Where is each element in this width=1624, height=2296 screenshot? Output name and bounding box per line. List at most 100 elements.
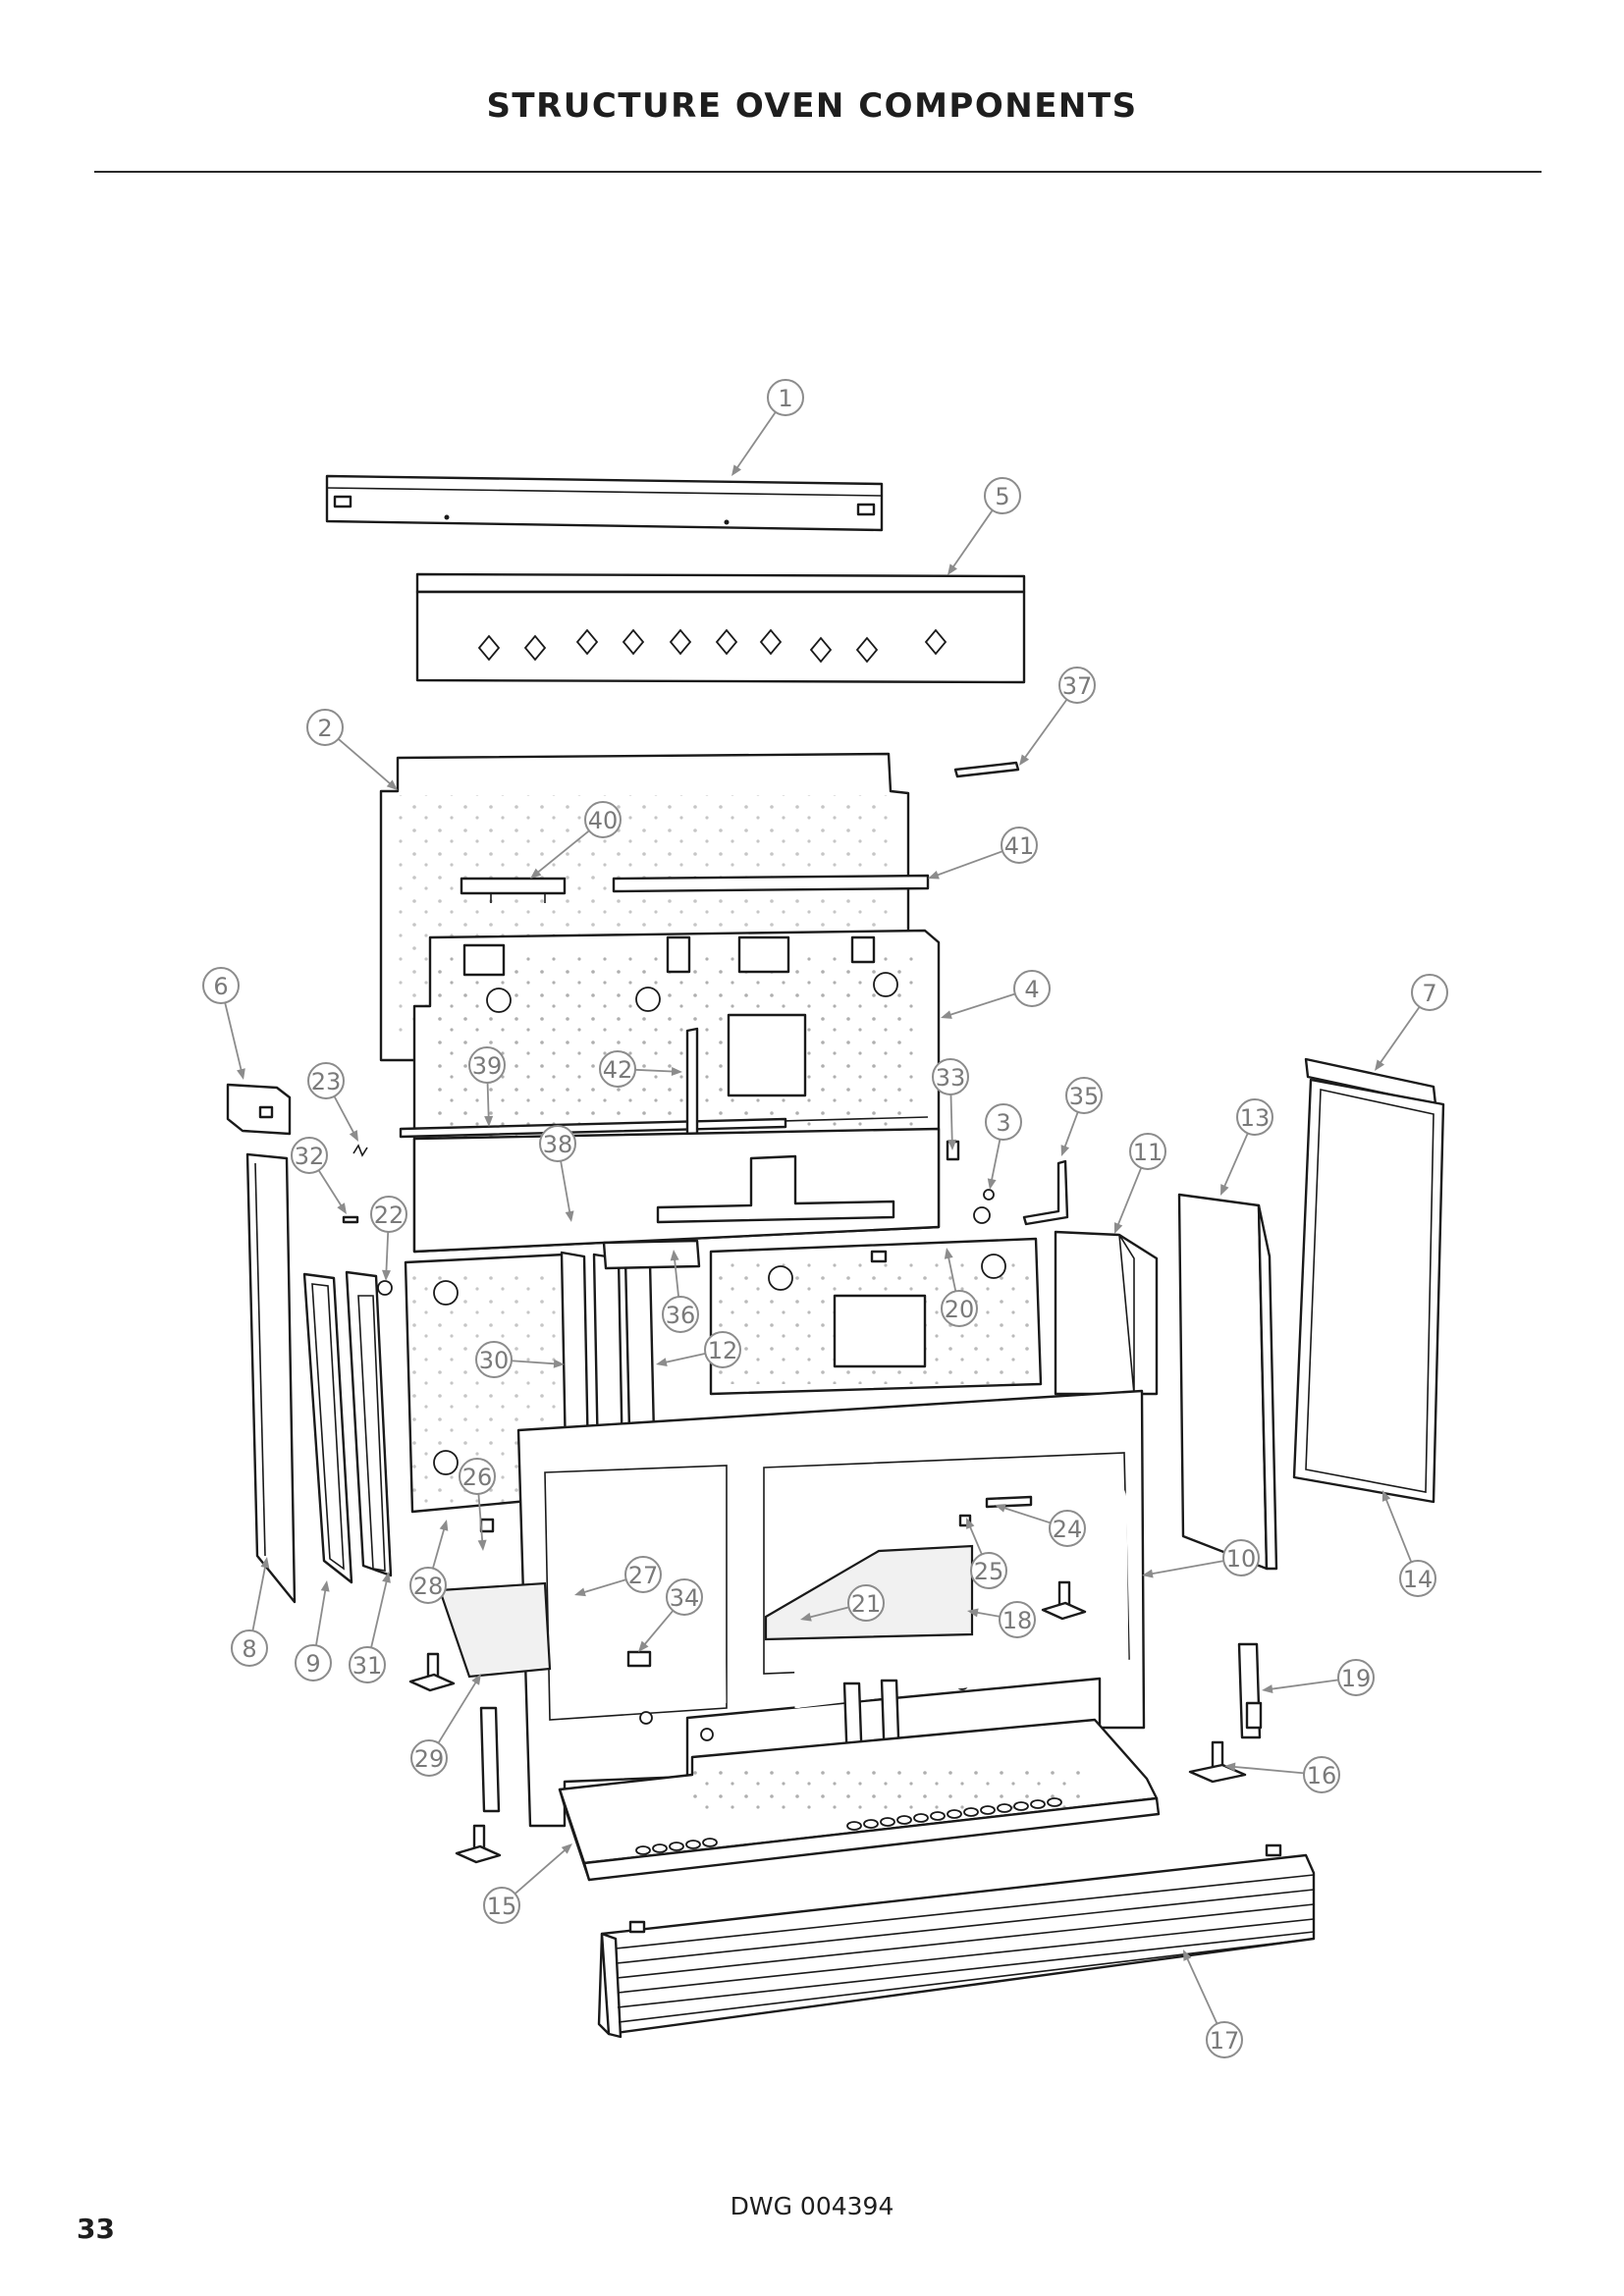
callout-circle [307,1062,345,1099]
callout-circle [295,1644,332,1682]
leader-line [968,1524,983,1555]
part-8-side-panel [245,1152,297,1604]
callout-label: 24 [1053,1516,1083,1543]
foot-right-a [1041,1580,1087,1621]
callout-circle [306,709,344,746]
callout-circle [932,1058,969,1095]
callout-1: 1 [731,379,804,476]
leader-line [535,829,590,875]
callout-circle [941,1290,978,1327]
callout-4: 4 [941,970,1051,1019]
callout-label: 31 [352,1652,383,1680]
part-37-bracket [953,761,1020,778]
callout-circle [1399,1560,1436,1597]
callout-21: 21 [800,1584,885,1622]
leader-line [1222,1133,1249,1190]
part-14-outer-panel [1292,1078,1445,1504]
callout-label: 5 [995,483,1009,510]
callout-11: 11 [1113,1133,1166,1234]
leader-arrowhead [381,1269,391,1281]
callout-label: 22 [374,1201,405,1229]
callout-label: 10 [1226,1545,1257,1573]
callout-31: 31 [349,1572,391,1683]
callout-34: 34 [638,1578,703,1652]
part-20-cavity-back [709,1237,1043,1396]
leader-arrowhead [574,1587,586,1597]
callout-28: 28 [409,1520,449,1604]
part-1-top-rail [325,474,884,532]
callout-35: 35 [1060,1077,1103,1156]
leader-line [949,1094,953,1144]
callout-label: 2 [317,715,332,742]
leader-arrowhead [382,1572,391,1583]
leader-arrowhead [947,563,957,575]
leader-line [317,1169,344,1208]
callout-circle [370,1196,407,1233]
leader-line [486,1082,490,1120]
leader-line [1384,1497,1413,1563]
leader-arrowhead [670,1250,679,1261]
part-13-side-panel [1177,1193,1278,1571]
callout-39: 39 [468,1046,506,1127]
callout-label: 25 [974,1558,1004,1585]
callout-label: 9 [305,1650,320,1678]
foot-left-b [455,1824,502,1864]
part-5-control-panel [415,572,1026,684]
callout-circle [662,1296,699,1333]
callout-label: 7 [1422,980,1436,1007]
leader-line [1149,1560,1224,1575]
callout-3: 3 [985,1103,1022,1190]
callout-16: 16 [1224,1756,1340,1793]
part-34-bracket [626,1650,652,1668]
leader-arrowhead [1220,1184,1229,1196]
part-19-hinge [1237,1642,1263,1739]
leader-arrowhead [944,1248,953,1259]
leader-arrowhead [349,1130,358,1142]
part-35-bracket [1022,1159,1069,1226]
callout-29: 29 [410,1674,481,1777]
callout-6: 6 [202,967,245,1080]
callout-label: 8 [242,1635,256,1663]
drawing-number: DWG 004394 [730,2192,894,2220]
callout-22: 22 [370,1196,407,1281]
leader-arrowhead [386,779,398,790]
leader-line [634,1068,676,1073]
callout-12: 12 [656,1331,741,1368]
page-number: 33 [77,2213,115,2245]
callout-circle [584,801,622,838]
leader-arrowhead [237,1068,245,1080]
leader-line [514,1847,568,1895]
callout-37: 37 [1019,667,1096,766]
leader-arrowhead [530,868,542,879]
callout-27: 27 [574,1556,662,1597]
callout-circle [539,1125,576,1162]
leader-arrowhead [638,1640,649,1652]
part-24-plate [985,1495,1033,1509]
callout-label: 35 [1069,1083,1100,1110]
callout-label: 38 [543,1131,573,1158]
leader-line [333,1095,356,1136]
leader-arrowhead [561,1843,572,1854]
callout-17: 17 [1183,1949,1243,2058]
callout-40: 40 [530,801,622,879]
callout-label: 26 [462,1464,493,1491]
callout-label: 29 [414,1745,445,1773]
callout-circle [349,1646,386,1683]
leader-arrowhead [1113,1222,1123,1234]
leader-line [251,1564,267,1631]
leader-line [947,992,1016,1017]
callout-7: 7 [1375,974,1448,1071]
leader-line [663,1352,706,1364]
leader-arrowhead [995,1504,1006,1513]
part-16-foot [1188,1740,1247,1784]
callout-label: 32 [295,1143,325,1170]
part-17-kick-panel [597,1843,1316,2039]
part-29-floor [438,1581,552,1679]
leader-arrowhead [800,1612,812,1622]
callout-label: 40 [588,807,619,834]
callout-label: 15 [487,1893,517,1920]
leader-arrowhead [1375,1059,1384,1071]
leader-arrowhead [928,870,940,880]
